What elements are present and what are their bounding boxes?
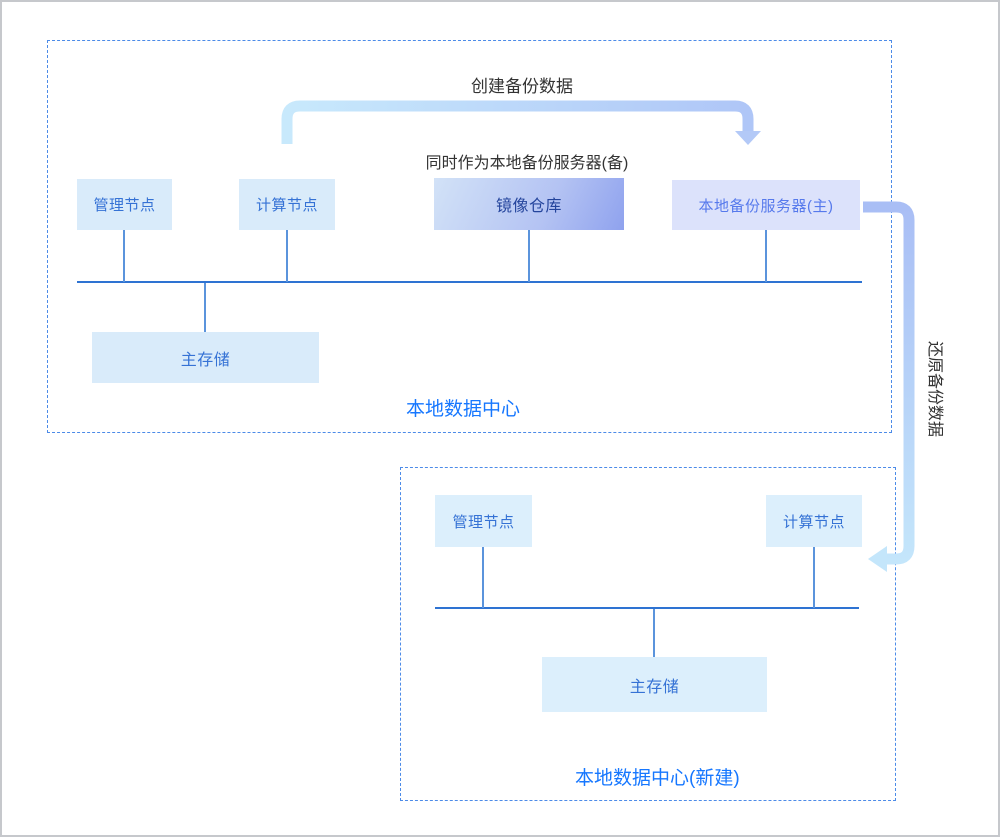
connector-line xyxy=(123,230,125,282)
node-image-registry: 镜像仓库 xyxy=(434,178,624,230)
connector-line xyxy=(482,547,484,608)
restore-backup-label: 还原备份数据 xyxy=(926,340,943,437)
node-primary-storage-bottom: 主存储 xyxy=(542,657,767,712)
node-management-top: 管理节点 xyxy=(77,179,172,230)
standby-server-note: 同时作为本地备份服务器(备) xyxy=(425,155,629,172)
node-primary-storage-top: 主存储 xyxy=(92,332,319,383)
network-bus-line-top xyxy=(77,281,862,283)
connector-line xyxy=(286,230,288,282)
connector-line xyxy=(204,283,206,332)
create-backup-label: 创建备份数据 xyxy=(471,77,573,96)
connector-line xyxy=(528,230,530,282)
node-compute-bottom: 计算节点 xyxy=(766,495,862,547)
connector-line xyxy=(765,230,767,282)
connector-line xyxy=(653,609,655,657)
network-bus-line-bottom xyxy=(435,607,859,609)
node-management-bottom: 管理节点 xyxy=(435,495,532,547)
new-datacenter-group xyxy=(400,467,896,801)
datacenter-label-bottom: 本地数据中心(新建) xyxy=(575,768,740,789)
node-compute-top: 计算节点 xyxy=(239,179,335,230)
connector-line xyxy=(813,547,815,608)
node-local-backup-server-primary: 本地备份服务器(主) xyxy=(672,180,860,230)
datacenter-label-top: 本地数据中心 xyxy=(406,399,521,420)
